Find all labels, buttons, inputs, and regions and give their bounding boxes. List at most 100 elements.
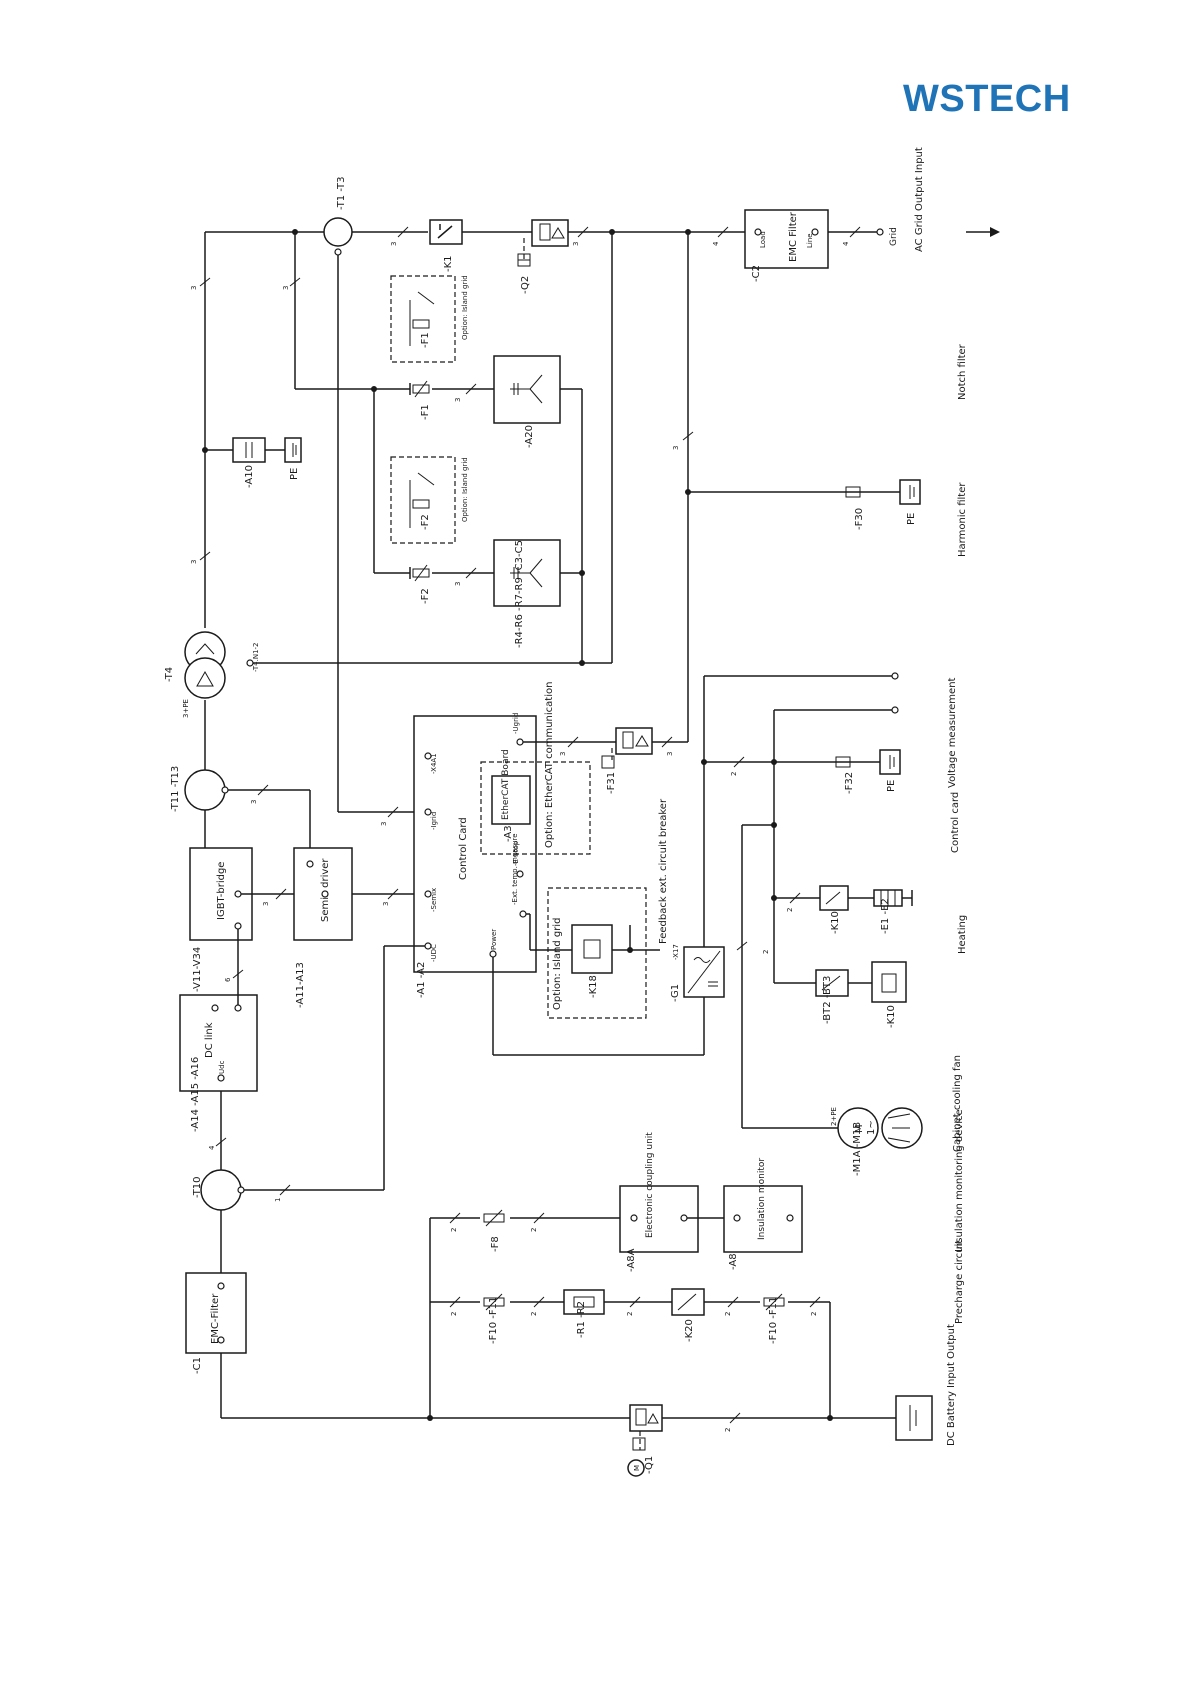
transformer-t4: -T4.N1-2 -T4 3+PE (164, 631, 260, 718)
svg-text:3: 3 (380, 822, 388, 826)
label-notch-filter: Notch filter (957, 343, 968, 400)
svg-text:3: 3 (190, 286, 198, 290)
label-c1: -C1 (192, 1357, 203, 1374)
svg-text:2+PE: 2+PE (830, 1107, 838, 1126)
svg-text:6: 6 (224, 977, 232, 982)
control-card: Control Card -X4A1 -Igrid -Semix -UDC -U… (413, 713, 537, 998)
svg-text:2: 2 (762, 950, 770, 954)
label-q2: -Q2 (520, 276, 531, 294)
label-f2-opt: -F2 (420, 514, 431, 530)
label-pe-a10: PE (289, 468, 300, 480)
label-f1-opt-text: Option: Island grid (461, 275, 469, 340)
coupling-unit-a8a: Electronic coupling unit -A8A (619, 1132, 724, 1272)
label-ext-temp: -Ext. temp. measure (511, 833, 519, 905)
label-dc-battery: DC Battery Input Output (946, 1324, 957, 1446)
label-estop: -E Stop (512, 840, 520, 866)
label-udc: -UDC (430, 944, 438, 962)
label-f10a: -F10 -F11 (488, 1297, 499, 1344)
label-cabinet-fan: Cabinet cooling fan (952, 1055, 963, 1152)
svg-text:2: 2 (724, 1428, 732, 1432)
breaker-q1: M -Q1 (627, 1404, 663, 1477)
label-f30: -F30 (854, 508, 865, 530)
svg-text:3: 3 (382, 902, 390, 906)
label-f1-opt: -F1 (420, 332, 431, 348)
label-x4a1: -X4A1 (430, 753, 438, 774)
label-c2-load: Load (759, 231, 767, 248)
label-ugrid: -Ugrid (512, 713, 520, 734)
label-dclink: DC link (204, 1022, 215, 1058)
label-q1: -Q1 (644, 1456, 655, 1474)
emc-filter-c2: EMC Filter Load Line -C2 (744, 209, 829, 282)
label-k10: -K10 (830, 911, 841, 934)
label-c2: -C2 (751, 265, 762, 282)
current-transformer-t1-t3: -T1 -T3 (323, 176, 414, 813)
contactor-k1: -K1 (429, 219, 463, 272)
svg-text:2: 2 (530, 1312, 538, 1316)
label-q1-motor: M (633, 1465, 641, 1471)
label-f1: -F1 (420, 404, 431, 420)
brand-logo: WSTECH (903, 78, 1071, 120)
svg-text:3: 3 (454, 398, 462, 402)
ac-grid-terminal: Grid AC Grid Output Input (876, 147, 1000, 252)
label-f32: -F32 (844, 772, 855, 794)
label-r4: -R4-R6 -R7-R9 -C3-C5 (514, 540, 525, 648)
wire-count-marks: 3 3 3 3 4 4 3 3 3 3 3 3 3 3 3 3 6 4 1 (190, 226, 861, 1432)
label-c2-line: Line (806, 233, 814, 248)
insulation-monitor-a8: Insulation monitor -A8 (723, 1158, 803, 1270)
label-a20: -A20 (524, 425, 535, 448)
svg-text:4: 4 (208, 1145, 216, 1150)
label-ethercat-option: Option: EtherCAT communication (544, 682, 555, 848)
svg-text:3: 3 (282, 286, 290, 290)
label-t10: -T10 (192, 1176, 203, 1198)
label-x17: -X17 (672, 944, 680, 960)
svg-text:3: 3 (454, 582, 462, 586)
label-k1: -K1 (443, 255, 454, 272)
label-power: Power (490, 929, 498, 950)
surge-f30: -F30 PE (685, 232, 921, 742)
svg-text:2: 2 (786, 908, 794, 912)
dc-link: DC link Udc -A14 -A15 -A16 (179, 929, 258, 1170)
svg-text:2: 2 (450, 1228, 458, 1232)
svg-text:2: 2 (626, 1312, 634, 1316)
label-feedback: Feedback ext. circuit breaker (658, 798, 669, 944)
svg-text:3: 3 (572, 242, 580, 246)
label-r1r2: -R1 -R2 (576, 1301, 587, 1338)
label-control-card-category: Control card (950, 792, 961, 853)
heating: -K10 -E1 -E2 -BT2 -BT3 -K10 Heating Cont… (741, 792, 968, 1120)
notch-filter-branch: -F1 -A20 -F1 Option: Island grid (294, 232, 561, 574)
svg-text:3: 3 (559, 752, 567, 756)
label-precharge: Precharge circuit (954, 1240, 965, 1324)
label-t11-t13: -T11 -T13 (170, 766, 181, 812)
label-control-card: Control Card (458, 817, 469, 880)
emc-filter-c1: EMC-Filter -C1 (185, 1272, 247, 1418)
label-f2-opt-text: Option: Island grid (461, 457, 469, 522)
label-a8a: -A8A (626, 1248, 637, 1272)
label-emc1: EMC-Filter (210, 1293, 221, 1344)
label-motor-m: M (854, 1124, 865, 1133)
label-c2-name: EMC Filter (788, 211, 799, 262)
label-t1-t3: -T1 -T3 (336, 176, 347, 210)
label-a8: -A8 (728, 1253, 739, 1270)
dc-battery: DC Battery Input Output (895, 1324, 957, 1446)
fuse-f10-right: -F10 -F11 (763, 1293, 785, 1344)
label-insul-mon: Insulation monitor (757, 1158, 767, 1240)
island-grid-option: Option: Island grid -K18 -X17 Feedback e… (526, 798, 680, 1019)
label-pe-f32: PE (886, 780, 897, 792)
current-transformer-t10: -T10 (192, 945, 425, 1273)
label-g1: -G1 (670, 984, 681, 1002)
breaker-q2: -Q2 (517, 219, 569, 294)
label-grid: Grid (889, 227, 899, 246)
label-motor-1: 1~ (866, 1120, 877, 1135)
label-pe-f30: PE (906, 513, 917, 525)
svg-text:2: 2 (450, 1312, 458, 1316)
fuse-f10-left: -F10 -F11 (483, 1293, 505, 1344)
ethercat-option: EtherCAT Board -A3 Option: EtherCAT comm… (480, 682, 591, 855)
label-m1a: -M1A -M1B (852, 1122, 863, 1176)
label-f8: -F8 (490, 1236, 501, 1252)
label-f10b: -F10 -F11 (768, 1297, 779, 1344)
label-isemix: -Semix (430, 888, 438, 912)
svg-text:3: 3 (190, 560, 198, 564)
svg-text:2: 2 (810, 1312, 818, 1316)
label-v11: -V11-V34 (192, 947, 203, 992)
